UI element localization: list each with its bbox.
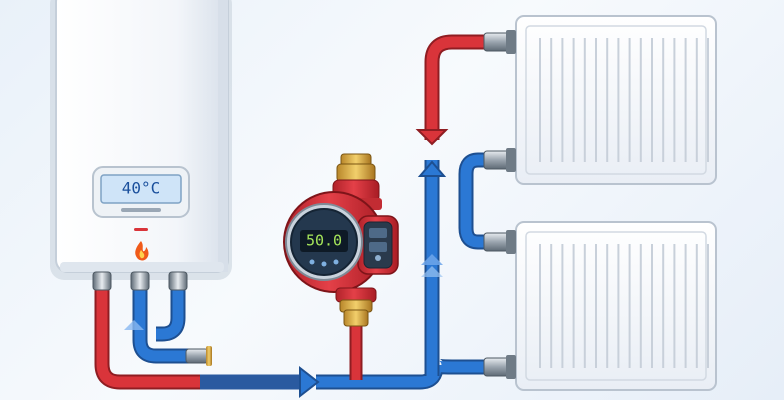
arrow-up-icon <box>124 320 144 330</box>
circulation-pump: 50.0 <box>283 153 399 327</box>
arrow-up-icon <box>417 160 447 177</box>
arrow-up-icon <box>421 266 443 277</box>
arrow-down-icon <box>415 129 449 146</box>
radiator-top <box>515 15 717 185</box>
flame-icon <box>135 241 149 261</box>
boiler-display: 40°C <box>92 166 190 218</box>
radiator-valves <box>483 30 516 379</box>
radiator-bottom <box>515 221 717 391</box>
flow-arrows <box>124 129 449 399</box>
arrow-right-icon <box>299 365 320 399</box>
pump-display: 50.0 <box>285 203 363 281</box>
boiler-fittings <box>92 271 212 366</box>
pump-readout: 50.0 <box>306 232 342 250</box>
arrow-up-icon <box>421 254 443 265</box>
boiler-temperature: 40°C <box>122 179 161 198</box>
boiler: 40°C <box>50 0 232 280</box>
